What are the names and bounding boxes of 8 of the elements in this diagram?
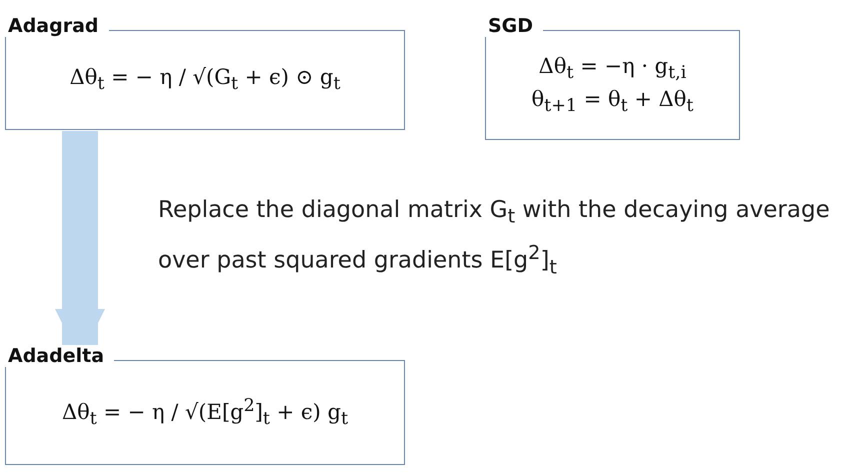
formula: Δθ$_{t}$ = −η · g$_{t,i}$ — [538, 54, 686, 83]
formula: Δθ$_{t}$ = − η / √(G$_{t}$ + ϵ) ⊙ g$_{t}$ — [70, 65, 340, 95]
formula: θ$_{t+1}$ = θ$_{t}$ + Δθ$_{t}$ — [532, 87, 694, 116]
edge-label: Replace the diagonal matrix G$_{t}$ with the decaying average over past squared gradients E[g$^{2}$]$_{t}$ — [158, 196, 831, 280]
box-heading: Adagrad — [4, 15, 109, 37]
box-heading: SGD — [484, 15, 544, 37]
box-heading: Adadelta — [4, 345, 114, 367]
formula: Δθ$_{t}$ = − η / √(E[g$^{2}$]$_{t}$ + ϵ) g$_{t}$ — [62, 396, 348, 430]
